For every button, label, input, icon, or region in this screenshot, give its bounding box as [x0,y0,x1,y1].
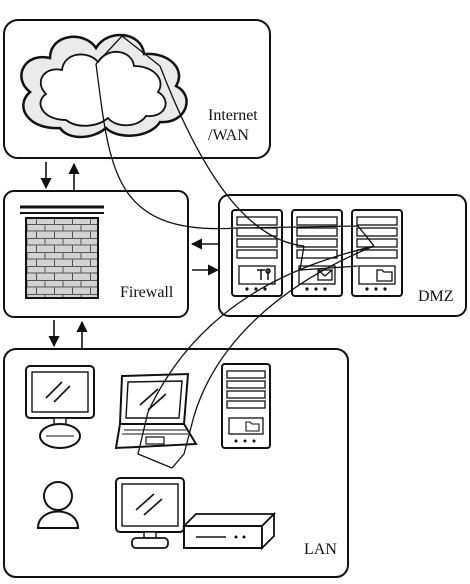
firewall-icon [20,205,104,299]
desktop-monitor-icon [25,365,95,449]
path-segment [147,245,375,413]
dmz-server-3 [351,209,403,297]
path-segment [299,245,359,271]
internet-zone: Internet /WAN [3,19,271,159]
internet-label-line2: /WAN [208,127,249,144]
path-segment [159,65,305,247]
desktop-pc-icon [115,477,185,549]
dmz-server-2 [291,209,343,297]
path-segment [137,411,173,469]
traffic-path-overlay [95,35,375,469]
firewall-dmz-links [190,238,220,276]
user-icon [36,481,80,529]
internet-firewall-links [40,162,80,190]
internet-label-line1: Internet [208,107,258,124]
file-server-icon [221,363,271,449]
path-segment [95,35,161,67]
lan-label: LAN [304,541,337,558]
firewall-label: Firewall [120,284,174,301]
path-segment [237,225,375,247]
dmz-server-1 [231,209,283,297]
tools-icon [257,268,271,280]
printer-icon [181,511,277,551]
laptop-icon [114,372,198,450]
path-segment [95,63,239,230]
path-segment [171,415,195,469]
dmz-zone: DMZ [218,194,467,317]
firewall-lan-links [48,320,88,348]
path-segment [193,245,375,417]
dmz-label: DMZ [418,288,454,305]
firewall-zone: Firewall [3,190,189,318]
folder-icon [376,269,393,282]
